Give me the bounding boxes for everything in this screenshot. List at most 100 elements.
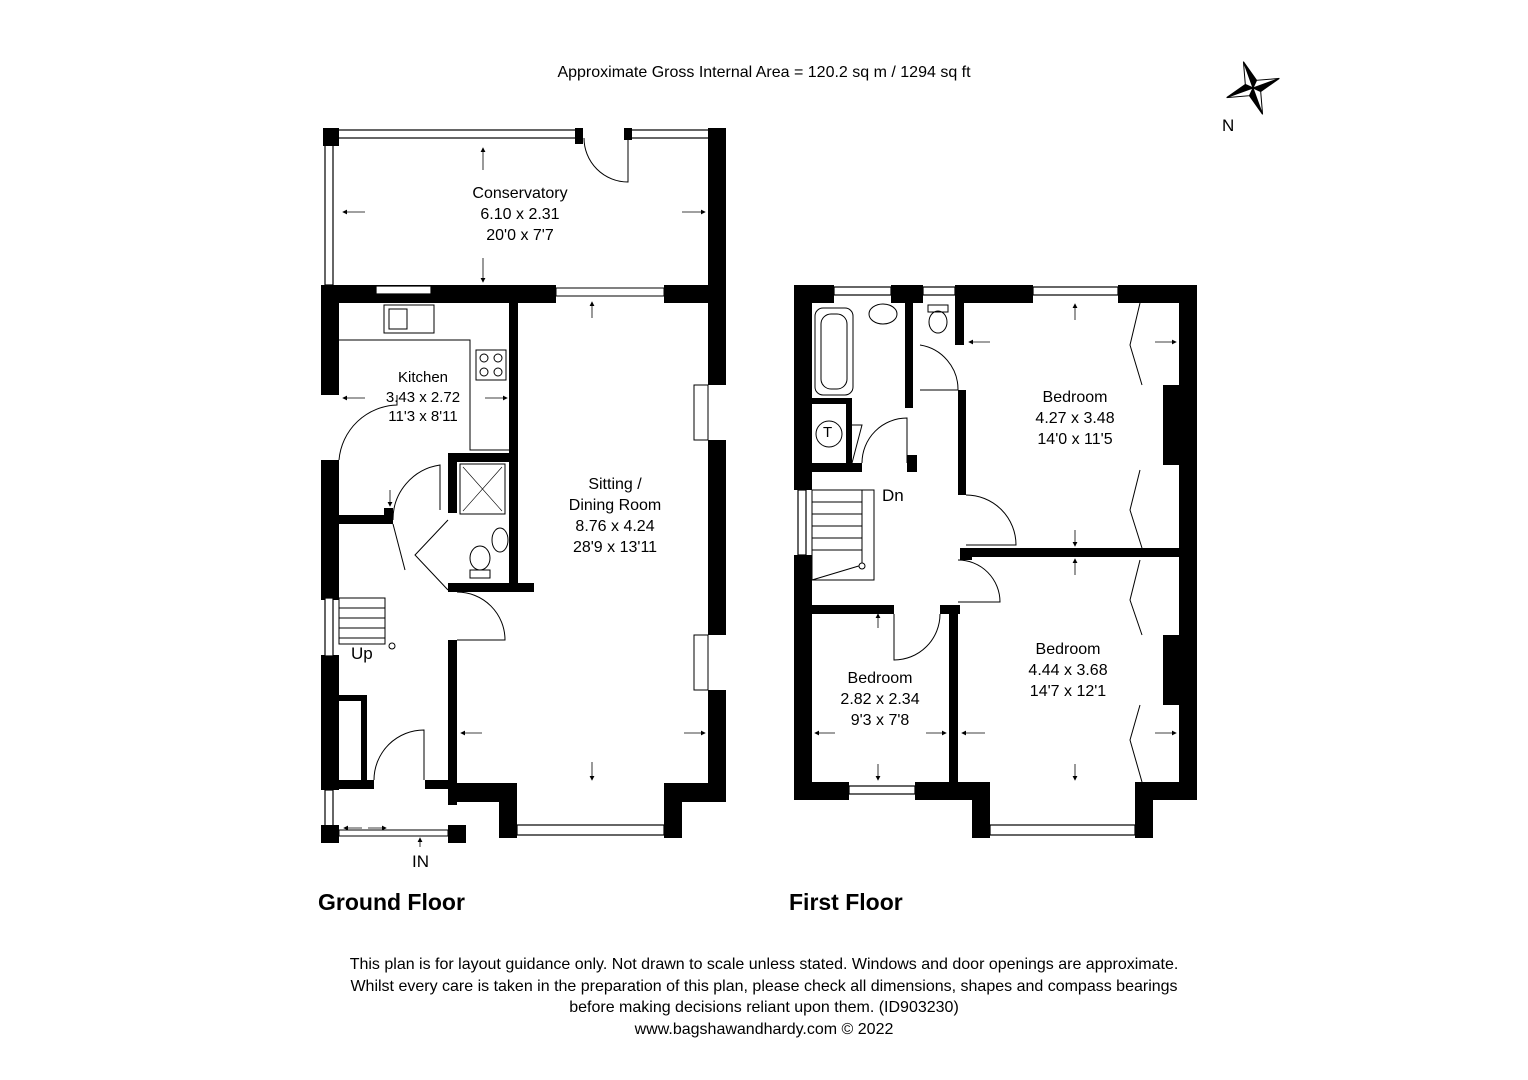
front-door — [373, 729, 425, 781]
wall — [1135, 782, 1197, 800]
wardrobe-block — [1163, 635, 1181, 705]
copyright-line: www.bagshawandhardy.com © 2022 — [634, 1020, 894, 1038]
wall — [339, 695, 367, 701]
wall — [966, 548, 1179, 557]
conservatory-window-top-right — [627, 129, 711, 139]
sitting-bay-left — [449, 783, 517, 802]
wall — [949, 605, 958, 785]
room-name-line2: Dining Room — [568, 497, 662, 514]
room-metric: 3.43 x 2.72 — [385, 388, 461, 406]
wall — [448, 825, 466, 843]
room-name: Conservatory — [472, 185, 568, 202]
conservatory-window-left — [324, 144, 334, 286]
sliding-door — [555, 287, 665, 297]
disclaimer-line-3: before making decisions reliant upon the… — [569, 999, 959, 1016]
bathroom-door — [861, 417, 908, 464]
conservatory-door — [583, 137, 629, 183]
wall — [846, 398, 852, 464]
conservatory-corner — [323, 128, 339, 146]
basin-icon — [868, 303, 898, 325]
bath-icon — [814, 307, 854, 396]
room-imperial: 9'3 x 7'8 — [850, 712, 910, 729]
wall — [1118, 285, 1197, 303]
wall — [321, 285, 339, 395]
disclaimer: This plan is for layout guidance only. N… — [0, 954, 1528, 1040]
sink-icon — [383, 304, 435, 334]
room-label-bedroom-rear: Bedroom 4.27 x 3.48 14'0 x 11'5 — [1035, 387, 1114, 450]
bay-window — [516, 824, 665, 836]
wall — [891, 285, 923, 303]
room-name: Bedroom — [1035, 641, 1101, 658]
stairs-down-label: Dn — [882, 486, 904, 505]
room-metric: 4.27 x 3.48 — [1035, 410, 1115, 427]
tank-icon — [815, 420, 843, 448]
wc-door — [919, 344, 959, 391]
bedroom-door — [957, 559, 1001, 603]
wall — [812, 605, 894, 614]
wall — [321, 825, 339, 843]
compass-icon — [1226, 61, 1280, 115]
wall — [361, 695, 367, 785]
shower-tray — [459, 463, 506, 515]
wardrobes — [1129, 302, 1143, 783]
room-imperial: 11'3 x 8'11 — [388, 408, 458, 425]
toilet-icon — [469, 545, 491, 571]
wall — [960, 548, 972, 560]
wall — [448, 583, 534, 592]
room-label-bedroom-small: Bedroom 2.82 x 2.34 9'3 x 7'8 — [840, 668, 919, 731]
wall — [955, 303, 964, 345]
sitting-bay-right-2 — [664, 800, 682, 838]
bay-window — [989, 824, 1136, 836]
wall — [425, 780, 457, 789]
disclaimer-line-2: Whilst every care is taken in the prepar… — [350, 977, 1178, 995]
ground-floor-plan — [321, 128, 726, 847]
hall-window — [324, 597, 334, 657]
wall — [321, 460, 339, 600]
wall — [321, 285, 556, 303]
window — [833, 286, 892, 296]
room-name: Kitchen — [397, 369, 449, 386]
stairs-up-label: Up — [351, 644, 373, 663]
first-floor-plan — [794, 285, 1197, 838]
kitchen-door — [338, 395, 398, 461]
wall — [448, 453, 457, 513]
disclaimer-line-1: This plan is for layout guidance only. N… — [349, 956, 1179, 973]
compass-north-label: N — [1222, 116, 1235, 135]
conservatory-right-wall — [708, 128, 726, 303]
conservatory-corner-2 — [575, 128, 583, 144]
room-name: Bedroom — [1042, 389, 1108, 406]
wall — [1135, 800, 1153, 838]
room-imperial: 14'7 x 12'1 — [1029, 683, 1107, 700]
first-stairs — [811, 489, 875, 581]
porch-door — [338, 829, 449, 837]
wall — [1179, 285, 1197, 800]
wall — [339, 515, 384, 524]
wall — [708, 440, 726, 635]
wall — [794, 782, 849, 800]
room-label-kitchen: Kitchen 3.43 x 2.72 11'3 x 8'11 — [386, 368, 460, 427]
room-label-bedroom-front: Bedroom 4.44 x 3.68 14'7 x 12'1 — [1028, 639, 1107, 702]
wall — [384, 508, 393, 524]
toilet-icon — [928, 310, 948, 334]
room-name-line1: Sitting / — [588, 476, 642, 493]
wall — [448, 640, 457, 805]
room-imperial: 28'9 x 13'11 — [572, 539, 658, 556]
wall — [905, 303, 913, 408]
wall — [448, 453, 516, 462]
wall — [907, 455, 917, 472]
wall — [708, 690, 726, 802]
bedroom-door — [893, 613, 941, 661]
hall-door — [392, 464, 441, 521]
wall — [958, 390, 966, 495]
wall — [339, 780, 374, 789]
wc-basin-icon — [491, 527, 509, 553]
wall — [794, 285, 812, 490]
wall — [509, 303, 518, 583]
window — [848, 785, 916, 795]
room-metric: 2.82 x 2.34 — [840, 691, 920, 708]
wall — [321, 655, 339, 790]
conservatory-corner-3 — [624, 128, 632, 140]
wall — [812, 398, 852, 404]
window — [1032, 286, 1119, 296]
